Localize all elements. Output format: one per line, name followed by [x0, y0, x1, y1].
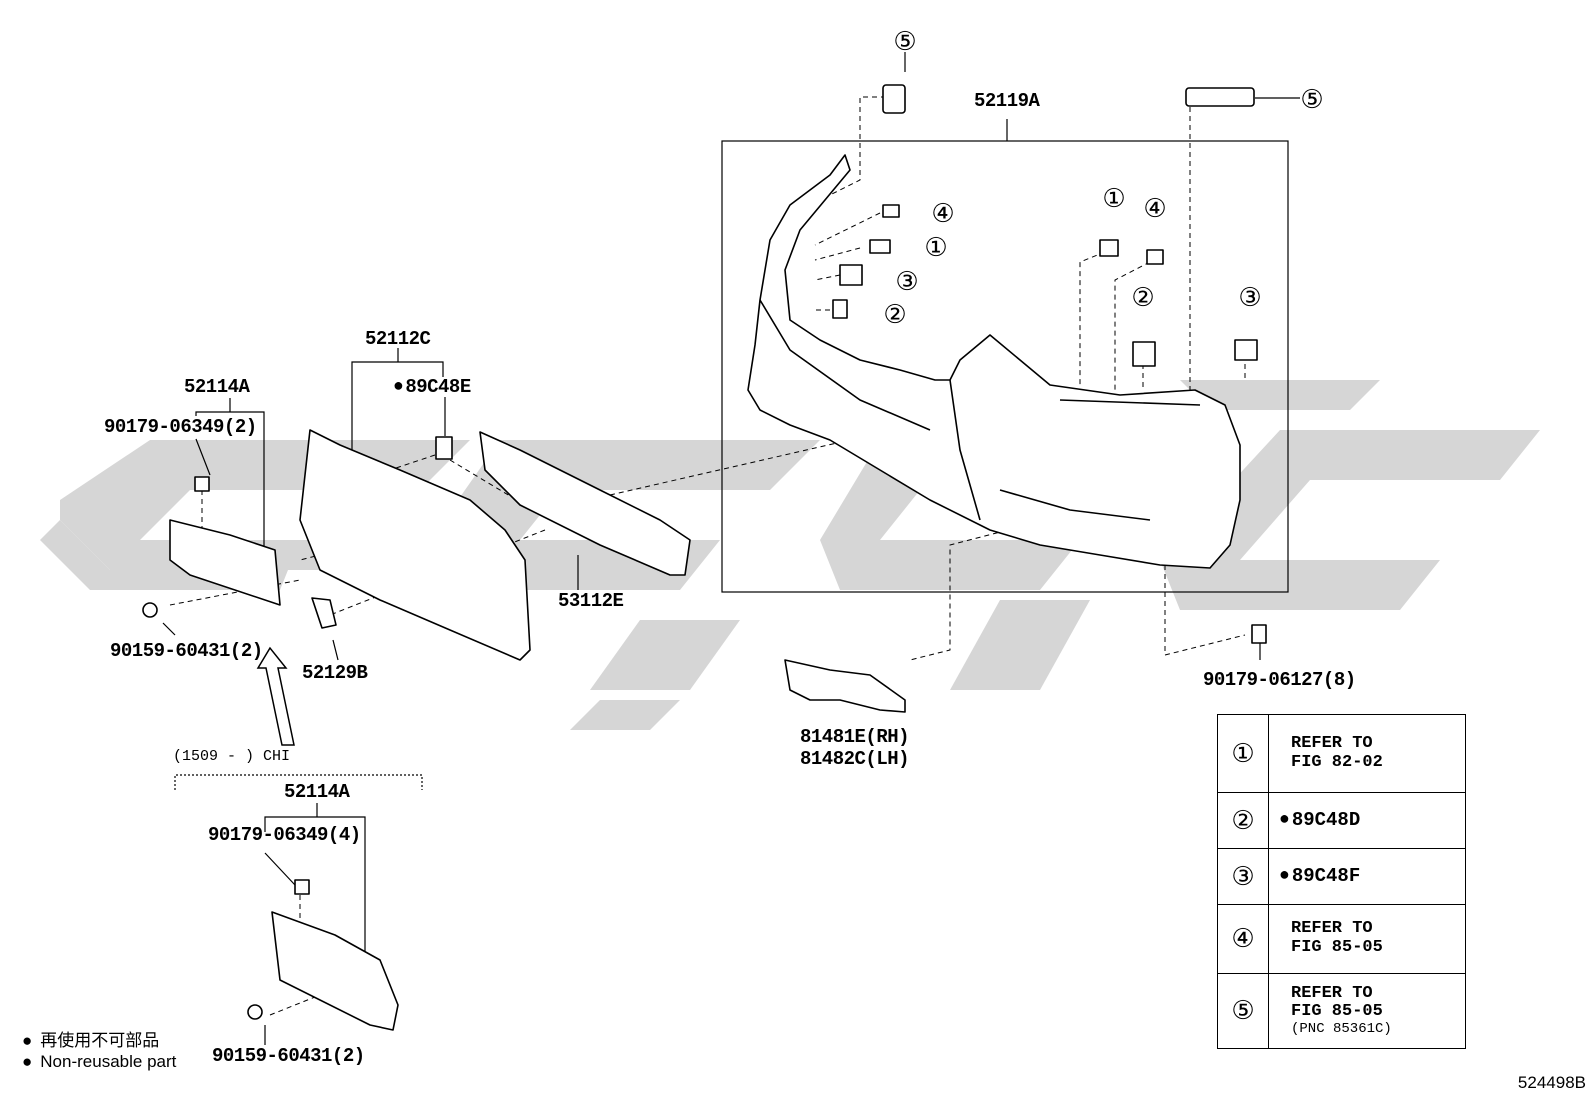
fastener-1-right-shape — [1099, 239, 1119, 257]
plate-bracket-top-shape — [169, 519, 281, 606]
callout-1-right: ① — [1102, 184, 1125, 214]
label-53112e: 53112E — [558, 590, 624, 612]
ref-row-4-num: ④ — [1217, 904, 1269, 974]
fastener-3-left-shape — [839, 264, 863, 286]
callout-2-left: ② — [883, 300, 906, 330]
nut-shape — [1251, 624, 1267, 644]
ref-row-5-num: ⑤ — [1217, 973, 1269, 1049]
callout-2-right: ② — [1131, 283, 1154, 313]
callout-5-right: ⑤ — [1300, 85, 1323, 115]
label-52119a: 52119A — [974, 90, 1040, 112]
callout-5-top: ⑤ — [893, 27, 916, 57]
label-52129b: 52129B — [302, 662, 368, 684]
fastener-1-left-shape — [869, 239, 891, 254]
label-90179-06349-4: 90179-06349(4) — [208, 824, 361, 846]
label-89c48e: 89C48E — [393, 378, 471, 397]
plate-bracket-bottom-shape — [271, 911, 399, 1031]
callout-3-right: ③ — [1238, 283, 1261, 313]
cap-shape — [311, 597, 337, 629]
ref-row-2-num: ② — [1217, 792, 1269, 849]
ref-row-2: ② 89C48D — [1217, 792, 1466, 849]
label-90159-60431-2-top: 90159-60431(2) — [110, 640, 263, 662]
ref-row-1-num: ① — [1217, 714, 1269, 793]
label-52112c: 52112C — [365, 328, 431, 350]
fastener-4-right-shape — [1146, 249, 1164, 265]
fastener-2-left-shape — [832, 299, 848, 319]
fastener-3-right-shape — [1234, 339, 1258, 361]
note-non-reusable-cn: ●再使用不可部品 — [22, 1031, 160, 1050]
fastener-5-right-shape — [1185, 87, 1255, 107]
callout-3-left: ③ — [895, 267, 918, 297]
bolt-top-shape — [142, 602, 158, 618]
label-81482c-lh: 81482C(LH) — [800, 748, 910, 770]
note-non-reusable-en: ●Non-reusable part — [22, 1052, 177, 1071]
callout-1-left: ① — [924, 233, 947, 263]
clip-top-shape — [194, 476, 210, 492]
callout-lines — [162, 52, 1300, 1045]
ref-row-3-text: 89C48F — [1268, 848, 1466, 905]
label-52114a-top: 52114A — [184, 376, 250, 398]
label-90179-06349-2: 90179-06349(2) — [104, 416, 257, 438]
label-90179-06127-8: 90179-06127(8) — [1203, 669, 1356, 691]
bumper-cover-shape — [747, 154, 1241, 569]
side-trim-shape — [784, 659, 906, 713]
bolt-bottom-shape — [247, 1004, 263, 1020]
clip-89c48e-shape — [435, 436, 453, 460]
label-52114a-bottom: 52114A — [284, 781, 350, 803]
label-81481e-rh: 81481E(RH) — [800, 726, 910, 748]
diagram-number: 524498B — [1517, 1073, 1586, 1092]
ref-row-3: ③ 89C48F — [1217, 848, 1466, 905]
callout-4-right: ④ — [1143, 194, 1166, 224]
label-variant-chi: (1509 - ) CHI — [173, 748, 291, 765]
label-90159-60431-2-bottom: 90159-60431(2) — [212, 1045, 365, 1067]
fastener-5-top-shape — [882, 84, 906, 114]
fastener-4-left-shape — [882, 204, 900, 218]
parts-drawing — [142, 84, 1267, 1031]
grille-frame-shape — [299, 429, 531, 661]
clip-bottom-shape — [294, 879, 310, 895]
ref-row-3-num: ③ — [1217, 848, 1269, 905]
callout-4-left: ④ — [931, 199, 954, 229]
dashed-lines — [169, 96, 1246, 1016]
circled-callouts: ⑤ ⑤ ④ ① ③ ② ① ④ ② ③ — [883, 27, 1323, 330]
ref-row-2-text: 89C48D — [1268, 792, 1466, 849]
lower-grille-shape — [479, 431, 691, 576]
view-arrow — [256, 646, 295, 746]
fastener-2-right-shape — [1132, 341, 1156, 367]
